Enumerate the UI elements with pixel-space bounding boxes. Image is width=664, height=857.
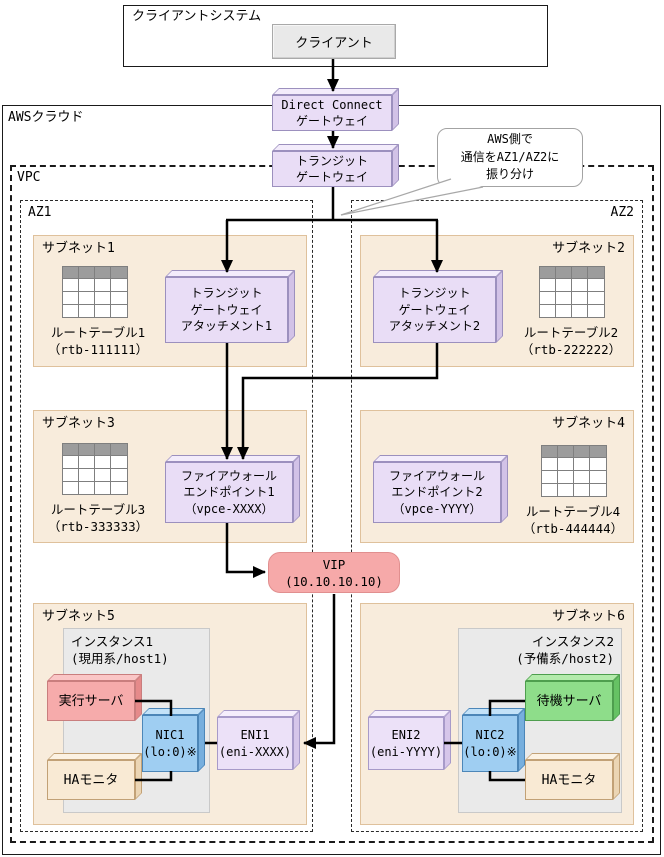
vip-node: VIP (10.10.10.10) <box>268 552 400 593</box>
box-top-face <box>525 753 620 760</box>
subnet2-label: サブネット2 <box>552 241 625 256</box>
az2-container <box>351 200 643 832</box>
box-side-face <box>135 674 142 721</box>
tgw-line2: ゲートウェイ <box>295 170 368 184</box>
box-top-face <box>373 455 508 462</box>
box-side-face <box>135 753 142 800</box>
aws-cloud-label: AWSクラウド <box>8 110 84 125</box>
box-side-face <box>496 270 503 343</box>
box-side-face <box>392 144 399 187</box>
box-side-face <box>613 753 620 800</box>
route-table-1-label: ルートテーブル1 （rtb-111111） <box>47 325 149 357</box>
box-side-face <box>501 455 508 523</box>
route-table-3-label: ルートテーブル3 （rtb-333333） <box>47 502 149 534</box>
box-side-face <box>293 710 300 770</box>
route-table-4-label: ルートテーブル4 （rtb-444444） <box>522 504 624 536</box>
dc-gw-line2: ゲートウェイ <box>295 114 368 128</box>
callout-line1: AWS側で <box>487 132 533 146</box>
box-top-face <box>142 708 205 715</box>
route-table-2-label: ルートテーブル2 （rtb-222222） <box>520 325 622 357</box>
instance-1-name: インスタンス1 <box>71 634 154 649</box>
client-node-label: クライアント <box>295 36 373 51</box>
subnet4-label: サブネット4 <box>552 416 625 431</box>
box-side-face <box>198 708 205 772</box>
client-system-label: クライアントシステム <box>132 9 262 24</box>
callout-bubble: AWS側で 通信をAZ1/AZ2に 振り分け <box>437 128 583 187</box>
vip-line2: (10.10.10.10) <box>285 574 383 589</box>
box-side-face <box>293 455 300 523</box>
vip-line1: VIP <box>322 557 346 572</box>
az2-label: AZ2 <box>610 205 634 220</box>
box-top-face <box>272 88 399 95</box>
box-top-face <box>217 710 300 717</box>
client-system-box <box>123 5 548 67</box>
instance-2-name: インスタンス2 <box>531 634 614 649</box>
callout-line2: 通信をAZ1/AZ2に <box>460 149 560 164</box>
box-side-face <box>288 270 295 343</box>
box-top-face <box>368 710 451 717</box>
box-side-face <box>444 710 451 770</box>
subnet3-label: サブネット3 <box>42 416 115 431</box>
box-top-face <box>47 674 142 681</box>
subnet5-label: サブネット5 <box>42 609 115 624</box>
box-top-face <box>373 270 503 277</box>
box-top-face <box>462 708 525 715</box>
box-top-face <box>165 270 295 277</box>
box-top-face <box>525 674 620 681</box>
box-top-face <box>272 144 399 151</box>
route-table-1-icon <box>62 266 128 318</box>
dc-gw-line1: Direct Connect <box>281 97 383 112</box>
instance-1-label: インスタンス1 (現用系/host1) <box>71 633 169 667</box>
subnet6-label: サブネット6 <box>552 609 625 624</box>
subnet1-label: サブネット1 <box>42 241 115 256</box>
box-side-face <box>518 708 525 772</box>
box-side-face <box>392 88 399 131</box>
box-top-face <box>47 753 142 760</box>
box-side-face <box>613 674 620 721</box>
callout-line3: 振り分け <box>485 167 534 181</box>
az1-label: AZ1 <box>28 205 52 220</box>
route-table-3-icon <box>62 443 128 495</box>
instance-2-host: (予備系/host2) <box>516 651 614 666</box>
instance-1-host: (現用系/host1) <box>71 651 169 666</box>
route-table-2-icon <box>539 266 605 318</box>
az1-container <box>20 200 313 832</box>
box-top-face <box>165 455 300 462</box>
route-table-4-icon <box>541 445 607 497</box>
instance-2-label: インスタンス2 (予備系/host2) <box>458 633 614 667</box>
client-node: クライアント <box>272 24 396 59</box>
vpc-label: VPC <box>17 170 41 185</box>
tgw-line1: トランジット <box>295 153 368 168</box>
